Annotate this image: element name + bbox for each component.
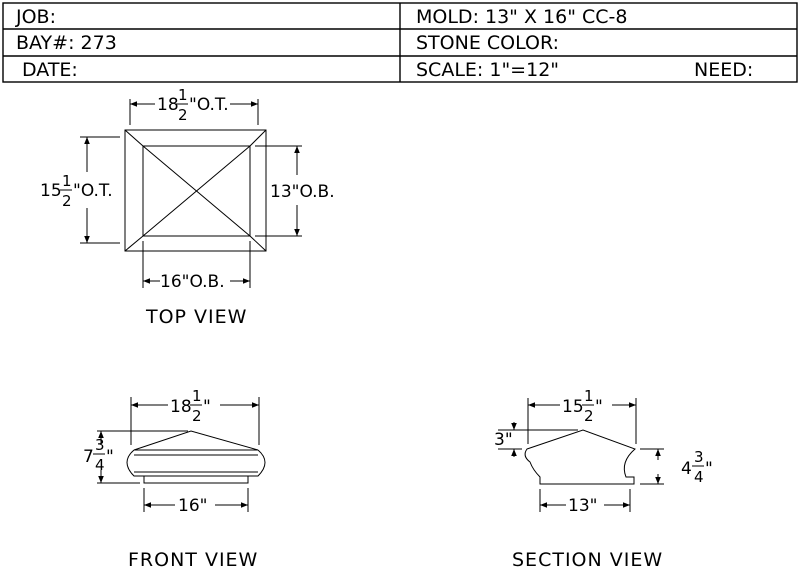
section-height-den: 4: [694, 468, 704, 486]
front-height-suffix: ": [106, 447, 114, 467]
top-view-label: TOP VIEW: [145, 306, 247, 328]
section-rise: 3": [494, 430, 513, 450]
top-width-ot-num: 1: [178, 86, 188, 104]
front-height-whole: 7: [83, 447, 94, 467]
mold-label: MOLD: 13" X 16" CC-8: [416, 6, 627, 28]
top-depth-ob: 13"O.B.: [270, 182, 335, 202]
top-width-ot-suffix: "O.T.: [189, 95, 229, 115]
front-top-den: 2: [192, 407, 202, 425]
front-top-whole: 18: [170, 397, 192, 417]
front-height-num: 3: [95, 436, 105, 454]
scale-label: SCALE: 1"=12": [416, 59, 559, 81]
stone-color-label: STONE COLOR:: [416, 32, 559, 54]
top-width-ot-whole: 18: [157, 95, 179, 115]
title-block: JOB: BAY#: 273 DATE: MOLD: 13" X 16" CC-…: [2, 2, 798, 83]
section-top-suffix: ": [595, 397, 603, 417]
front-height-den: 4: [95, 456, 105, 474]
top-width-ob: 16"O.B.: [160, 272, 225, 292]
front-bottom: 16": [178, 496, 207, 516]
front-view: 18 1 2 " 7 3 4 " 16" FRONT VIEW: [83, 387, 266, 570]
front-top-suffix: ": [203, 397, 211, 417]
section-height-suffix: ": [705, 459, 713, 479]
section-height-num: 3: [694, 448, 704, 466]
front-view-body: [126, 449, 266, 477]
section-top-num: 1: [584, 387, 594, 405]
bay-label: BAY#: 273: [16, 32, 117, 54]
top-view: 18 1 2 "O.T. 15 1 2 "O.T. 13"O.B. 16"O.B…: [40, 86, 335, 328]
section-top-whole: 15: [562, 397, 584, 417]
top-depth-ot-whole: 15: [40, 181, 62, 201]
section-height-whole: 4: [681, 459, 692, 479]
top-depth-ot-den: 2: [62, 192, 72, 210]
section-top-den: 2: [584, 407, 594, 425]
section-view-profile: [524, 429, 636, 485]
front-top-num: 1: [192, 387, 202, 405]
section-view: 15 1 2 " 3" 4 3 4 " 13" SECTION VIEW: [494, 387, 713, 570]
date-label: DATE:: [22, 59, 78, 81]
front-view-cap: [133, 430, 259, 451]
job-label: JOB:: [15, 6, 56, 28]
top-view-outer-rect: [124, 129, 267, 252]
section-view-label: SECTION VIEW: [512, 549, 663, 570]
need-label: NEED:: [694, 59, 753, 81]
top-depth-ot-suffix: "O.T.: [73, 181, 113, 201]
front-view-label: FRONT VIEW: [128, 549, 258, 570]
top-view-inner-rect: [142, 145, 251, 237]
section-bottom: 13": [568, 496, 597, 516]
top-width-ot-den: 2: [178, 106, 188, 124]
top-depth-ot-num: 1: [62, 172, 72, 190]
